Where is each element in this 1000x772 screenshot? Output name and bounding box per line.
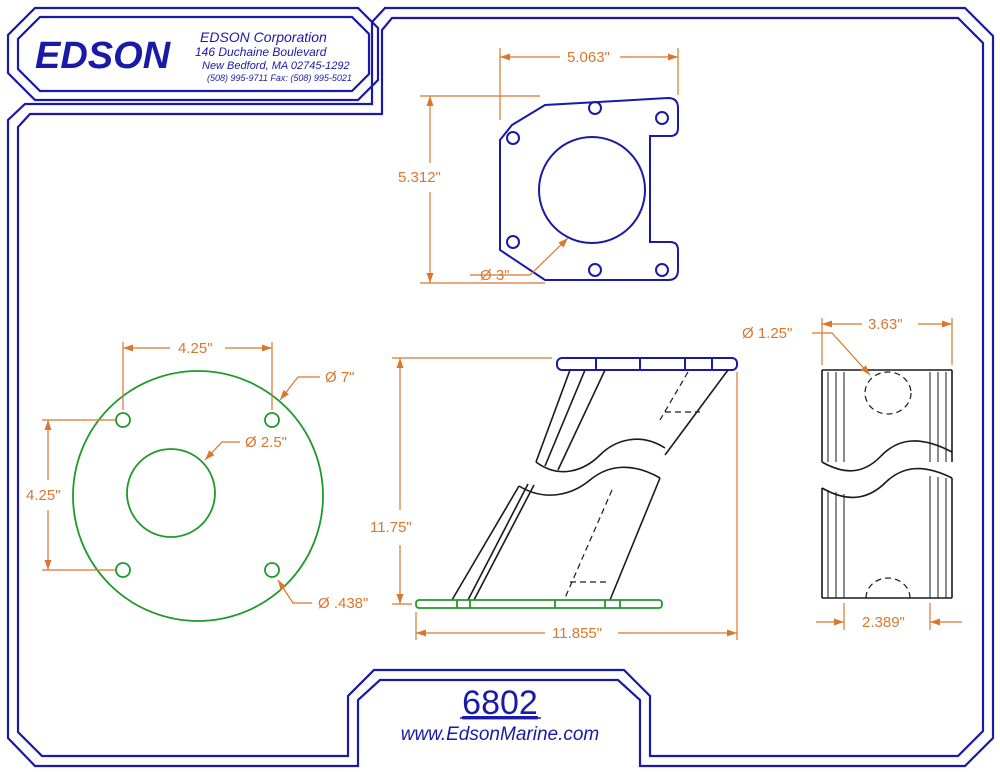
website-link[interactable]: www.EdsonMarine.com <box>401 724 600 745</box>
part-number-block: 6802 www.EdsonMarine.com <box>401 684 600 745</box>
tube-end-view: 3.63" Ø 1.25" 2.389" <box>742 316 962 631</box>
top-view-width-label: 5.063" <box>567 49 610 66</box>
tube-hole-diameter-label: Ø 1.25" <box>742 325 792 342</box>
company-name: EDSON Corporation <box>200 29 327 45</box>
base-outer-diameter-label: Ø 7" <box>325 369 355 386</box>
base-center-hole <box>126 448 216 538</box>
tube-inner-width-label: 2.389" <box>862 614 905 631</box>
top-view-height-label: 5.312" <box>398 169 441 186</box>
side-view-length-label: 11.855" <box>552 625 602 642</box>
company-title-block: EDSON EDSON Corporation 146 Duchaine Bou… <box>6 6 380 102</box>
top-view-hole-diameter-label: Ø 3" <box>480 267 510 284</box>
base-outer-circle <box>72 370 324 622</box>
side-view-height-label: 11.75" <box>370 519 412 536</box>
part-number: 6802 <box>462 684 538 722</box>
base-center-diameter-label: Ø 2.5" <box>245 434 287 451</box>
top-view-center-hole <box>538 136 646 244</box>
sheet-border <box>6 6 995 768</box>
company-address-line1: 146 Duchaine Boulevard <box>195 45 327 59</box>
top-view-plate: 5.063" 5.312" Ø 3" <box>398 48 679 284</box>
company-address-line2: New Bedford, MA 02745-1292 <box>202 60 350 72</box>
company-phone: (508) 995-9711 Fax: (508) 995-5021 <box>207 73 352 83</box>
base-bolt-spacing-v-label: 4.25" <box>26 487 61 504</box>
tube-outer-width-label: 3.63" <box>868 316 903 333</box>
side-view-stanchion: 11.75" 11.855" <box>370 357 738 642</box>
base-bolt-diameter-label: Ø .438" <box>318 595 368 612</box>
company-logo: EDSON <box>35 35 172 77</box>
base-bolt-spacing-h-label: 4.25" <box>178 340 213 357</box>
base-flange-view: 4.25" 4.25" Ø 7" Ø 2.5" Ø .438" <box>26 340 368 622</box>
